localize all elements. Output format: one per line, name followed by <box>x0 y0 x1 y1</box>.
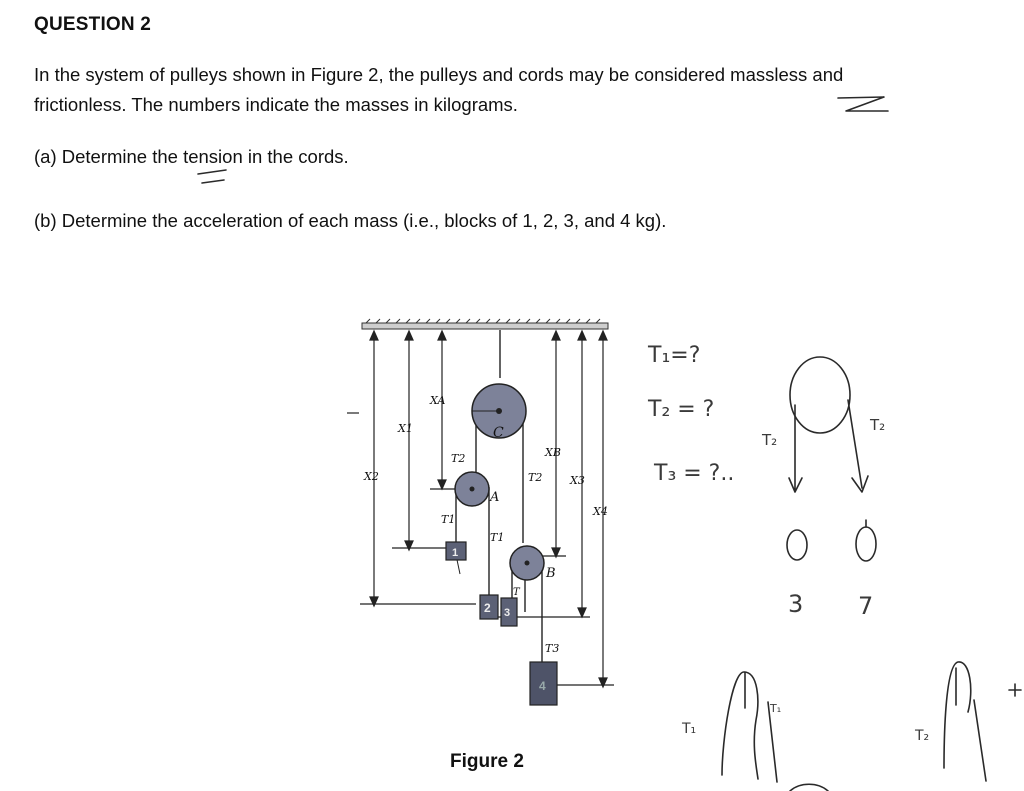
handwritten-marks <box>197 96 889 184</box>
pulley-c <box>471 383 527 439</box>
dimension-label-x3: X3 <box>569 474 585 487</box>
figure-caption: Figure 2 <box>450 751 524 772</box>
block-4-label: 4 <box>539 679 546 693</box>
tension-label-t: T <box>513 587 521 598</box>
dimension-label-x4: X4 <box>592 505 608 518</box>
intro-text-line1: In the system of pulleys shown in Figure… <box>34 64 844 85</box>
block-3-label: 3 <box>504 607 510 619</box>
part-b-text: (b) Determine the acceleration of each m… <box>34 210 667 231</box>
handwritten-t3: T₃ = ?.. <box>653 461 734 486</box>
block-2-label: 2 <box>484 601 491 615</box>
dimension-label-xb: XB <box>544 446 561 459</box>
handwritten-bottom-left-t1a: T₁ <box>681 721 696 737</box>
tension-label-t1-left: T1 <box>441 513 455 526</box>
pulley-b <box>509 545 545 581</box>
handwritten-mass-left: 3 <box>788 590 803 618</box>
handwritten-right-rope: T₂ <box>869 416 885 434</box>
tension-label-t2-left: T2 <box>451 452 465 465</box>
block-3 <box>500 597 518 627</box>
dimension-label-x1: X1 <box>397 422 413 435</box>
block-1-label: 1 <box>452 547 458 559</box>
handwritten-mass-right: 7 <box>858 592 873 620</box>
intro-text-line2: frictionless. The numbers indicate the m… <box>34 94 518 115</box>
handwritten-t1: T₁=? <box>647 343 700 368</box>
ceiling <box>361 322 609 330</box>
tension-label-t3: T3 <box>545 642 559 655</box>
pulley-a-label: A <box>489 490 499 505</box>
dimension-label-x2: X2 <box>363 470 379 483</box>
block-2 <box>479 594 499 620</box>
block-1 <box>445 541 467 561</box>
pulley-c-label: C <box>493 425 504 441</box>
pulley-a <box>454 471 490 507</box>
pulley-b-label: B <box>545 566 556 581</box>
handwritten-bottom-left-t1b: T₁ <box>769 702 781 715</box>
handwritten-t2: T₂ = ? <box>647 397 714 422</box>
handwritten-bottom-right-t2: T₂ <box>914 728 929 744</box>
handwritten-left-rope: T₂ <box>761 431 777 449</box>
block-4 <box>529 661 558 706</box>
part-a-text: (a) Determine the tension in the cords. <box>34 146 349 167</box>
handwritten-notes: T₁=? T₂ = ? T₃ = ?.. T₂ T₂ 3 7 T₁ T₁ T₂ <box>647 343 1022 791</box>
tension-label-t1-mid: T1 <box>490 531 504 544</box>
pulley-figure: C A B 1 2 3 4 T2 T1 T2 T1 T T3 X2 X1 XA … <box>347 318 614 706</box>
tension-label-t2-right: T2 <box>528 471 542 484</box>
dimension-label-xa: XA <box>429 394 445 407</box>
question-title: QUESTION 2 <box>34 14 152 35</box>
